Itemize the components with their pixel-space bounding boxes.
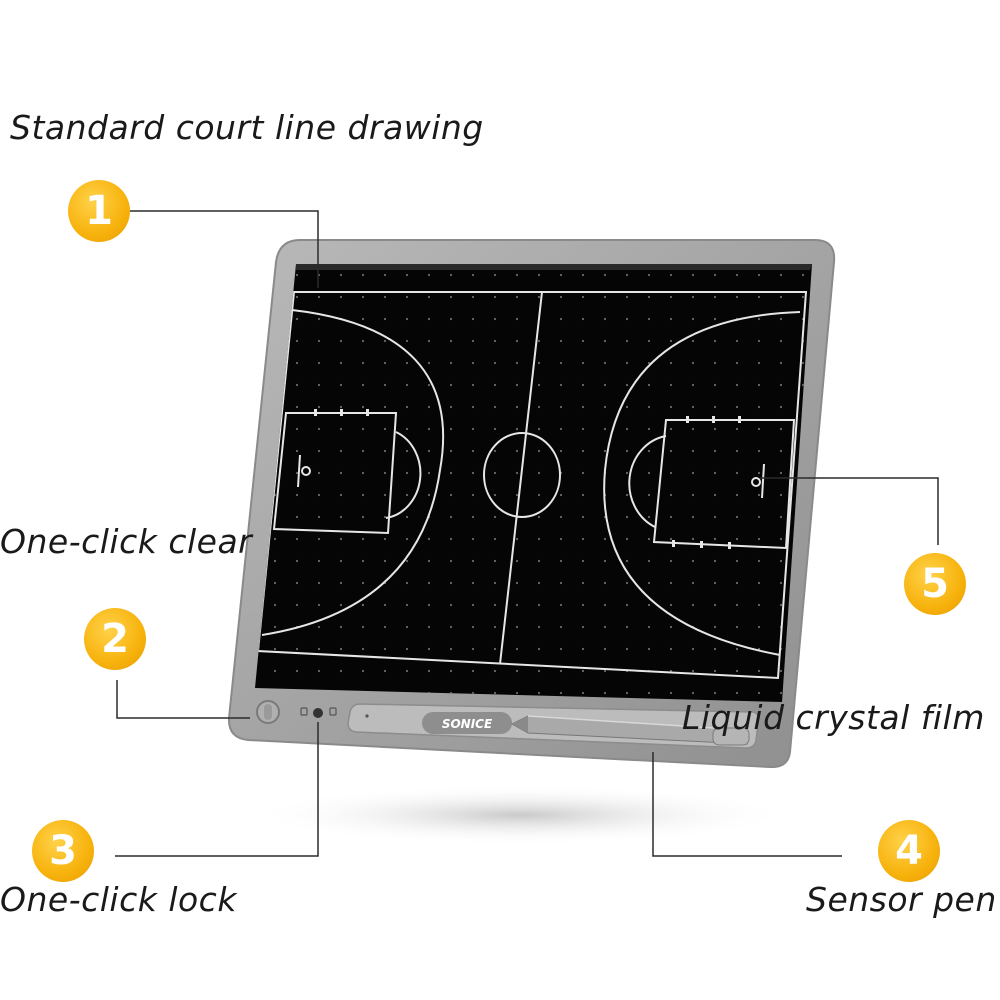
half-court-line [499,291,543,665]
callout-5-label: Liquid crystal film [682,698,985,737]
leader-line-5 [760,477,939,545]
center-circle [483,432,561,518]
sensor-pen [510,715,750,746]
left-key [272,412,398,535]
callout-1-badge: 1 [68,180,130,242]
leader-line-4 [652,752,842,857]
left-three-point-arc [261,309,445,636]
lock-switch[interactable] [300,707,337,718]
callout-2-badge: 2 [84,608,146,670]
right-free-throw-arc [628,435,667,528]
callout-5-badge: 5 [904,553,966,615]
leader-line-1 [130,210,319,288]
callout-2-label: One-click clear [0,522,253,561]
left-free-throw-arc [385,431,422,519]
brand-plate [422,712,512,734]
callout-3-label: One-click lock [0,880,237,919]
callout-3-badge: 3 [32,820,94,882]
leader-line-3 [115,722,319,857]
leader-line-2 [116,680,250,719]
brand-logo: SONICE [442,717,493,731]
callout-1-label: Standard court line drawing [10,108,484,147]
callout-4-badge: 4 [878,820,940,882]
floor-shadow [250,785,790,845]
callout-4-label: Sensor pen [806,880,997,919]
right-three-point-arc [603,311,801,656]
right-key [652,419,796,550]
basketball-court [255,264,812,702]
